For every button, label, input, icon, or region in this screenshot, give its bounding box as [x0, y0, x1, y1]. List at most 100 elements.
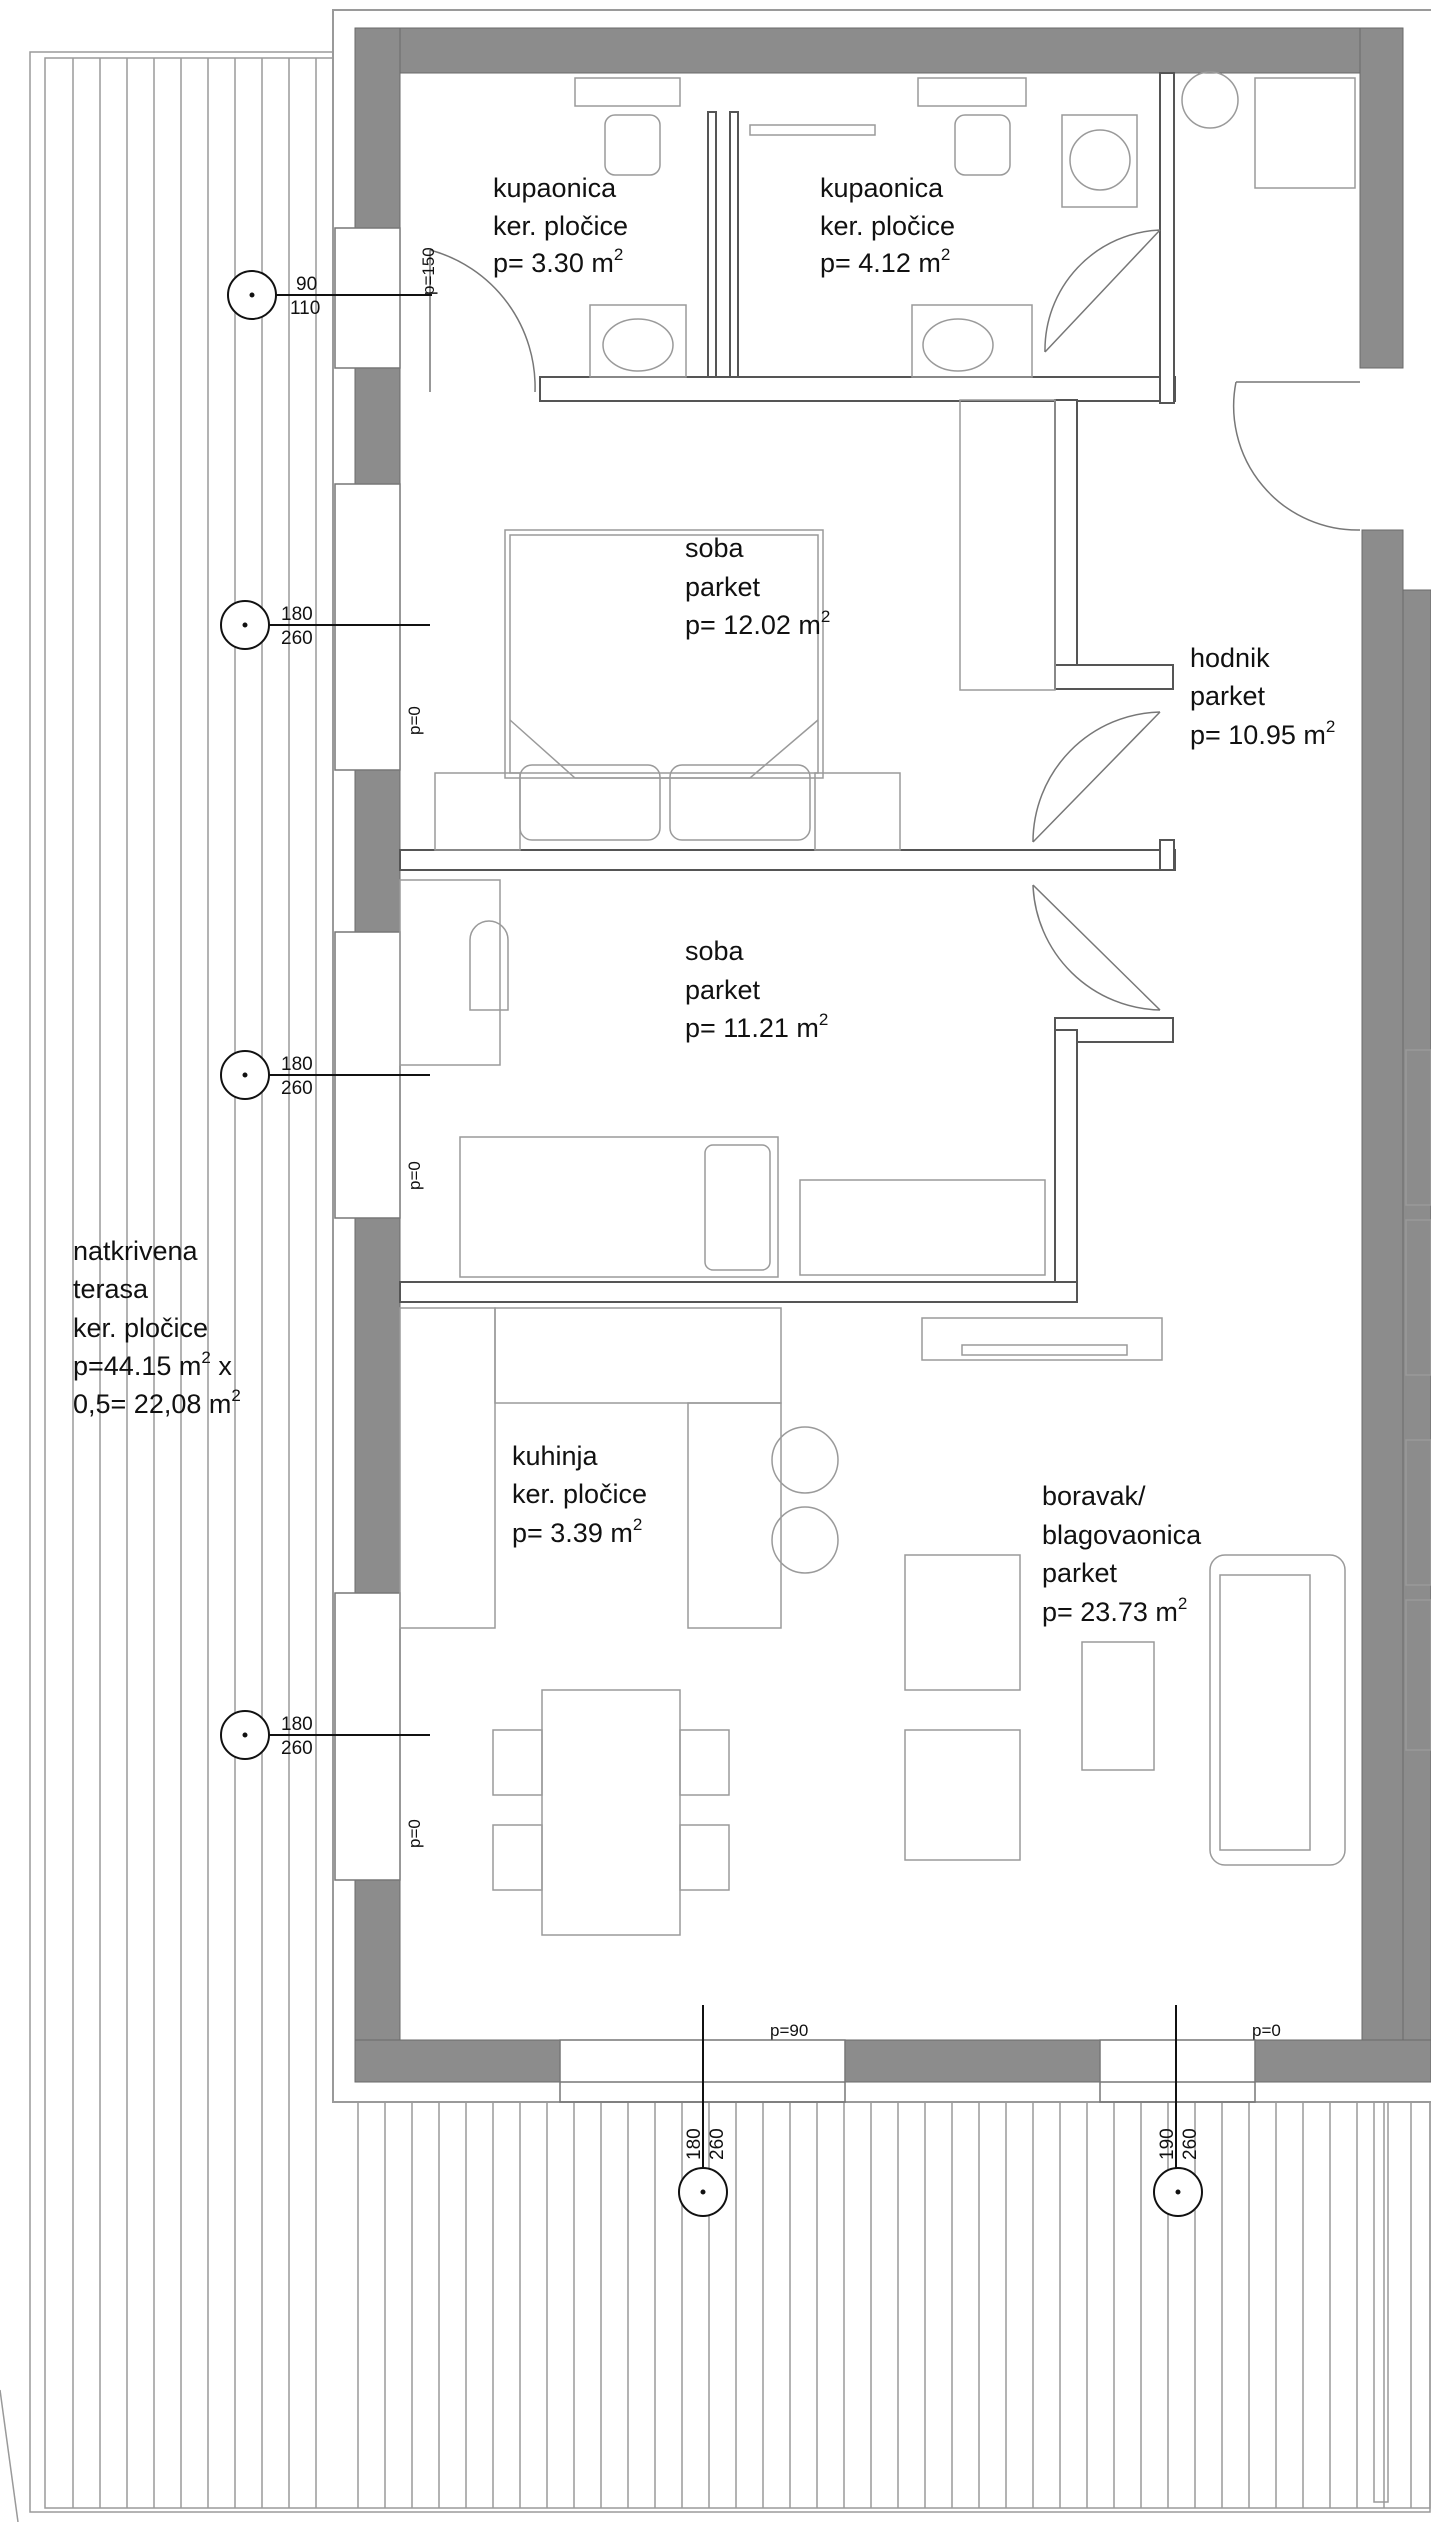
bath2-sink-unit: [911, 304, 1033, 378]
doors: [429, 229, 1361, 1011]
sofa-seat: [1219, 1574, 1311, 1851]
dining-chair-2: [492, 1824, 543, 1891]
door-room2: [1032, 884, 1161, 1011]
living-name: boravak/: [1042, 1481, 1146, 1511]
bedroom1-pillow-2: [669, 764, 811, 841]
window-tag-5-bottom: 260: [707, 2128, 728, 2160]
hallway-area-value: p= 10.95 m: [1190, 720, 1326, 750]
kitchen-island: [687, 1402, 782, 1629]
bathroom1-floor: ker. pločice: [493, 211, 628, 241]
partition-bath-bottom: [539, 376, 1176, 402]
window-frame-4: [334, 1592, 401, 1881]
partition-bath-1: [707, 111, 717, 378]
bath1-toilet: [604, 114, 661, 176]
coffee-table: [1081, 1641, 1155, 1771]
bedroom1-bed-inner: [509, 534, 819, 774]
bedroom1-nightstand-2: [814, 772, 901, 851]
window-tags: [220, 270, 1203, 2217]
wall-left-3: [354, 769, 401, 933]
terrace-line-2: terasa: [73, 1274, 149, 1304]
bathroom1-area: p= 3.30 m2: [493, 245, 623, 278]
sofa: [1209, 1554, 1346, 1866]
window-tag-5-top: 180: [684, 2128, 705, 2160]
dining-chair-1: [492, 1729, 543, 1796]
terrace-line-5-sup: 2: [231, 1386, 240, 1405]
window-tag-6-top: 190: [1157, 2128, 1178, 2160]
bathroom2-area-sup: 2: [941, 245, 950, 264]
room-labels: kupaonica ker. pločice p= 3.30 m2 kupaon…: [73, 173, 1335, 1627]
partitions: [399, 72, 1176, 1303]
hall-sink: [1254, 77, 1356, 189]
bath1-basin: [602, 318, 674, 372]
partition-room1-right: [1054, 399, 1078, 666]
bath2-shelf: [749, 124, 876, 136]
window-tag-3-dot: [242, 1072, 248, 1078]
bathroom2-area: p= 4.12 m2: [820, 245, 950, 278]
sill-label-3: p=0: [405, 1161, 424, 1190]
neighbour-unit-3: [1405, 1439, 1431, 1586]
partition-bath-2: [729, 111, 739, 378]
bedroom2-area-sup: 2: [819, 1010, 828, 1029]
terrace-line-4: p=44.15 m2 x: [73, 1348, 232, 1381]
armchair-2: [904, 1729, 1021, 1861]
bedroom1-nightstand-1: [434, 772, 521, 851]
partition-hall-top: [1159, 72, 1175, 404]
bath2-toilet: [954, 114, 1011, 176]
partition-room2-bottom: [399, 1281, 1078, 1303]
window-tag-4-top: 180: [281, 1714, 313, 1735]
bedroom2-floor: parket: [685, 975, 761, 1005]
kitchen-area-value: p= 3.39 m: [512, 1518, 633, 1548]
wall-bottom-1: [354, 2039, 561, 2083]
partition-room1-jog: [1054, 664, 1174, 690]
sill-label-1: p=150: [419, 247, 438, 295]
neighbour-unit-2: [1405, 1219, 1431, 1376]
kitchen-area: p= 3.39 m2: [512, 1515, 642, 1548]
wall-left-4: [354, 1217, 401, 1594]
walls: [354, 27, 1431, 2083]
living-floor: parket: [1042, 1558, 1118, 1588]
furniture: [399, 71, 1431, 2503]
door-bath1: [429, 249, 536, 393]
tv-unit: [921, 1317, 1163, 1361]
bedroom2-area-value: p= 11.21 m: [685, 1013, 819, 1043]
window-tag-4-bottom: 260: [281, 1738, 313, 1759]
window-tag-1-dot: [249, 292, 255, 298]
wall-top: [354, 27, 1404, 74]
living-area: p= 23.73 m2: [1042, 1594, 1187, 1627]
bath2-basin: [922, 318, 994, 372]
wall-right: [1361, 529, 1404, 2041]
bedroom2-wardrobe: [799, 1179, 1046, 1276]
hallway-name: hodnik: [1190, 643, 1270, 673]
door-bath2: [1044, 229, 1161, 353]
bath2-washer: [1061, 114, 1138, 208]
bedroom1-area: p= 12.02 m2: [685, 607, 830, 640]
terrace-line-5: 0,5= 22,08 m2: [73, 1386, 241, 1419]
deck-boards-bottom: [357, 2102, 1412, 2508]
kitchen-counter-2: [494, 1307, 782, 1404]
terrace-line-4-value: p=44.15 m: [73, 1351, 201, 1381]
neighbour-unit-1: [1405, 1049, 1431, 1206]
window-frame-1: [334, 227, 401, 369]
neighbour-unit-4: [1405, 1599, 1431, 1751]
bedroom1-area-sup: 2: [821, 607, 830, 626]
wall-right-upper: [1359, 27, 1404, 369]
bathroom2-floor: ker. pločice: [820, 211, 955, 241]
dining-table: [541, 1689, 681, 1936]
wall-right-outer: [1402, 589, 1431, 2041]
bath2-counter: [917, 77, 1027, 107]
living-area-value: p= 23.73 m: [1042, 1597, 1178, 1627]
sill-labels: p=150 p=0 p=0 p=0 p=90 p=0: [405, 247, 1281, 2040]
kitchen-stool-1: [771, 1426, 839, 1494]
deck-boards-left: [72, 58, 317, 2508]
kitchen-stool-2: [771, 1506, 839, 1574]
kitchen-area-sup: 2: [633, 1515, 642, 1534]
bathroom2-name: kupaonica: [820, 173, 944, 203]
bedroom2-pillow: [704, 1144, 771, 1271]
bedroom1-blanket: [509, 719, 819, 779]
terrace-edge: [0, 2389, 19, 2522]
hall-toilet-round: [1181, 71, 1239, 129]
sill-label-6: p=0: [1252, 2021, 1281, 2040]
hallway-area-sup: 2: [1326, 717, 1335, 736]
building-outline: [332, 9, 1431, 2103]
kitchen-floor: ker. pločice: [512, 1479, 647, 1509]
